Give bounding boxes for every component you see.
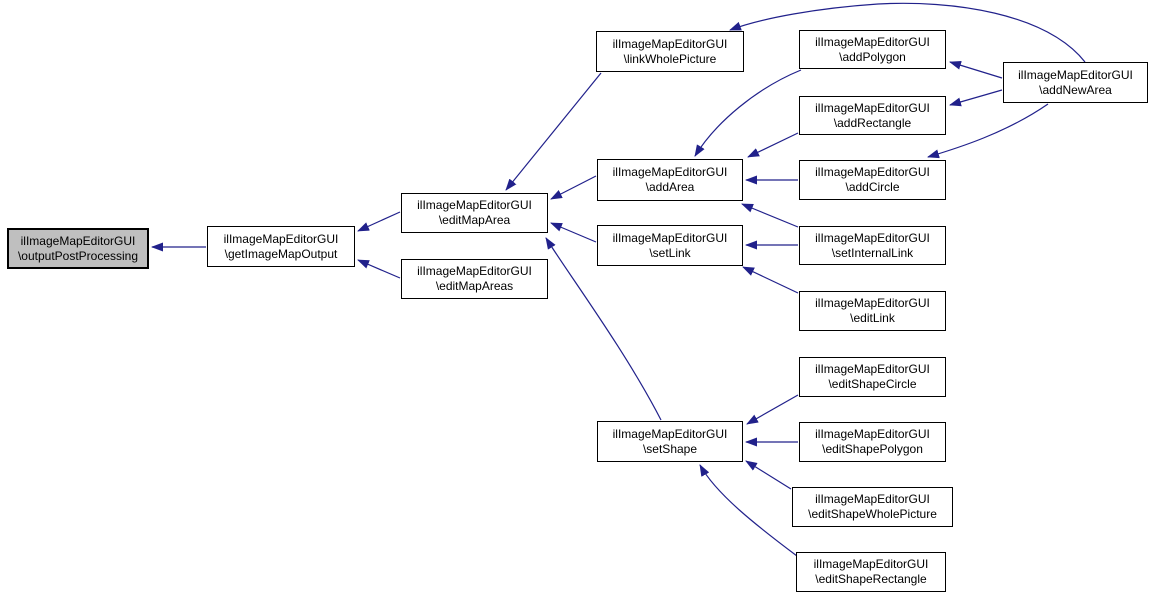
node-method-label: \getImageMapOutput (224, 246, 338, 261)
edge-editShapeRectangle-to-setShape (699, 464, 798, 557)
edge-linkWholePicture-to-editMapArea (505, 72, 602, 191)
node-getImageMapOutput[interactable]: ilImageMapEditorGUI \getImageMapOutput (207, 226, 355, 267)
edge-addRectangle-to-addArea (747, 132, 799, 158)
node-setInternalLink[interactable]: ilImageMapEditorGUI \setInternalLink (799, 226, 946, 265)
node-setShape[interactable]: ilImageMapEditorGUI \setShape (597, 421, 743, 462)
node-method-label: \setLink (649, 245, 691, 260)
node-class-label: ilImageMapEditorGUI (223, 231, 339, 246)
node-addCircle[interactable]: ilImageMapEditorGUI \addCircle (799, 160, 946, 200)
edge-editShapeWholePicture-to-setShape (745, 460, 792, 490)
node-addArea[interactable]: ilImageMapEditorGUI \addArea (597, 159, 743, 201)
edge-setInternalLink-to-addArea (741, 203, 799, 228)
node-editShapeWholePicture[interactable]: ilImageMapEditorGUI \editShapeWholePictu… (792, 487, 953, 527)
node-method-label: \editLink (850, 311, 895, 325)
node-method-label: \editShapeCircle (828, 377, 917, 391)
edge-setShape-to-editMapArea (545, 237, 662, 421)
edge-addNewArea-to-addCircle (927, 103, 1049, 159)
node-setLink[interactable]: ilImageMapEditorGUI \setLink (597, 225, 743, 266)
edge-editShapeCircle-to-setShape (746, 394, 799, 425)
node-class-label: ilImageMapEditorGUI (612, 426, 728, 441)
edge-addArea-to-editMapArea (550, 175, 597, 200)
node-method-label: \editShapeWholePicture (808, 507, 937, 521)
node-method-label: \addArea (645, 180, 695, 194)
node-method-label: \addPolygon (839, 49, 906, 64)
node-class-label: ilImageMapEditorGUI (815, 230, 930, 245)
node-class-label: ilImageMapEditorGUI (612, 165, 728, 179)
node-method-label: \addRectangle (833, 115, 912, 130)
edge-editLink-to-setLink (742, 266, 799, 294)
node-method-label: \addNewArea (1039, 82, 1112, 97)
node-class-label: ilImageMapEditorGUI (815, 427, 930, 441)
node-method-label: \linkWholePicture (623, 51, 717, 66)
edge-addNewArea-to-addRectangle (949, 89, 1003, 107)
node-method-label: \editMapAreas (435, 279, 514, 293)
edge-addPolygon-to-addArea (694, 69, 802, 157)
node-method-label: \editShapePolygon (822, 442, 923, 456)
node-class-label: ilImageMapEditorGUI (20, 233, 136, 248)
node-editMapArea[interactable]: ilImageMapEditorGUI \editMapArea (401, 193, 548, 233)
node-class-label: ilImageMapEditorGUI (417, 264, 532, 278)
edge-addNewArea-to-addPolygon (949, 60, 1003, 79)
edge-editMapAreas-to-getImageMapOutput (357, 259, 401, 279)
node-editLink[interactable]: ilImageMapEditorGUI \editLink (799, 291, 946, 331)
node-linkWholePicture[interactable]: ilImageMapEditorGUI \linkWholePicture (596, 31, 744, 72)
node-class-label: ilImageMapEditorGUI (815, 100, 930, 115)
edge-editMapArea-to-getImageMapOutput (357, 211, 401, 232)
node-method-label: \editShapeRectangle (815, 572, 927, 586)
node-class-label: ilImageMapEditorGUI (813, 557, 929, 571)
node-class-label: ilImageMapEditorGUI (612, 230, 728, 245)
node-method-label: \editMapArea (438, 213, 511, 227)
node-class-label: ilImageMapEditorGUI (815, 362, 930, 376)
node-class-label: ilImageMapEditorGUI (417, 198, 532, 212)
node-method-label: \setShape (642, 441, 698, 456)
node-addRectangle[interactable]: ilImageMapEditorGUI \addRectangle (799, 96, 946, 135)
node-class-label: ilImageMapEditorGUI (815, 492, 930, 506)
node-method-label: \outputPostProcessing (17, 248, 139, 263)
node-outputPostProcessing: ilImageMapEditorGUI \outputPostProcessin… (7, 228, 149, 269)
node-editShapePolygon[interactable]: ilImageMapEditorGUI \editShapePolygon (799, 422, 946, 462)
node-addPolygon[interactable]: ilImageMapEditorGUI \addPolygon (799, 30, 946, 69)
node-class-label: ilImageMapEditorGUI (815, 34, 930, 49)
node-class-label: ilImageMapEditorGUI (1018, 67, 1133, 82)
edge-addNewArea-to-linkWholePicture (729, 2, 1086, 63)
node-editShapeCircle[interactable]: ilImageMapEditorGUI \editShapeCircle (799, 357, 946, 397)
node-editShapeRectangle[interactable]: ilImageMapEditorGUI \editShapeRectangle (796, 552, 946, 592)
node-class-label: ilImageMapEditorGUI (612, 36, 728, 51)
node-class-label: ilImageMapEditorGUI (815, 165, 930, 179)
node-method-label: \addCircle (845, 180, 900, 194)
node-method-label: \setInternalLink (831, 245, 914, 260)
node-addNewArea[interactable]: ilImageMapEditorGUI \addNewArea (1003, 62, 1148, 103)
node-editMapAreas[interactable]: ilImageMapEditorGUI \editMapAreas (401, 259, 548, 299)
edge-setLink-to-editMapArea (550, 222, 597, 243)
node-class-label: ilImageMapEditorGUI (815, 296, 930, 310)
